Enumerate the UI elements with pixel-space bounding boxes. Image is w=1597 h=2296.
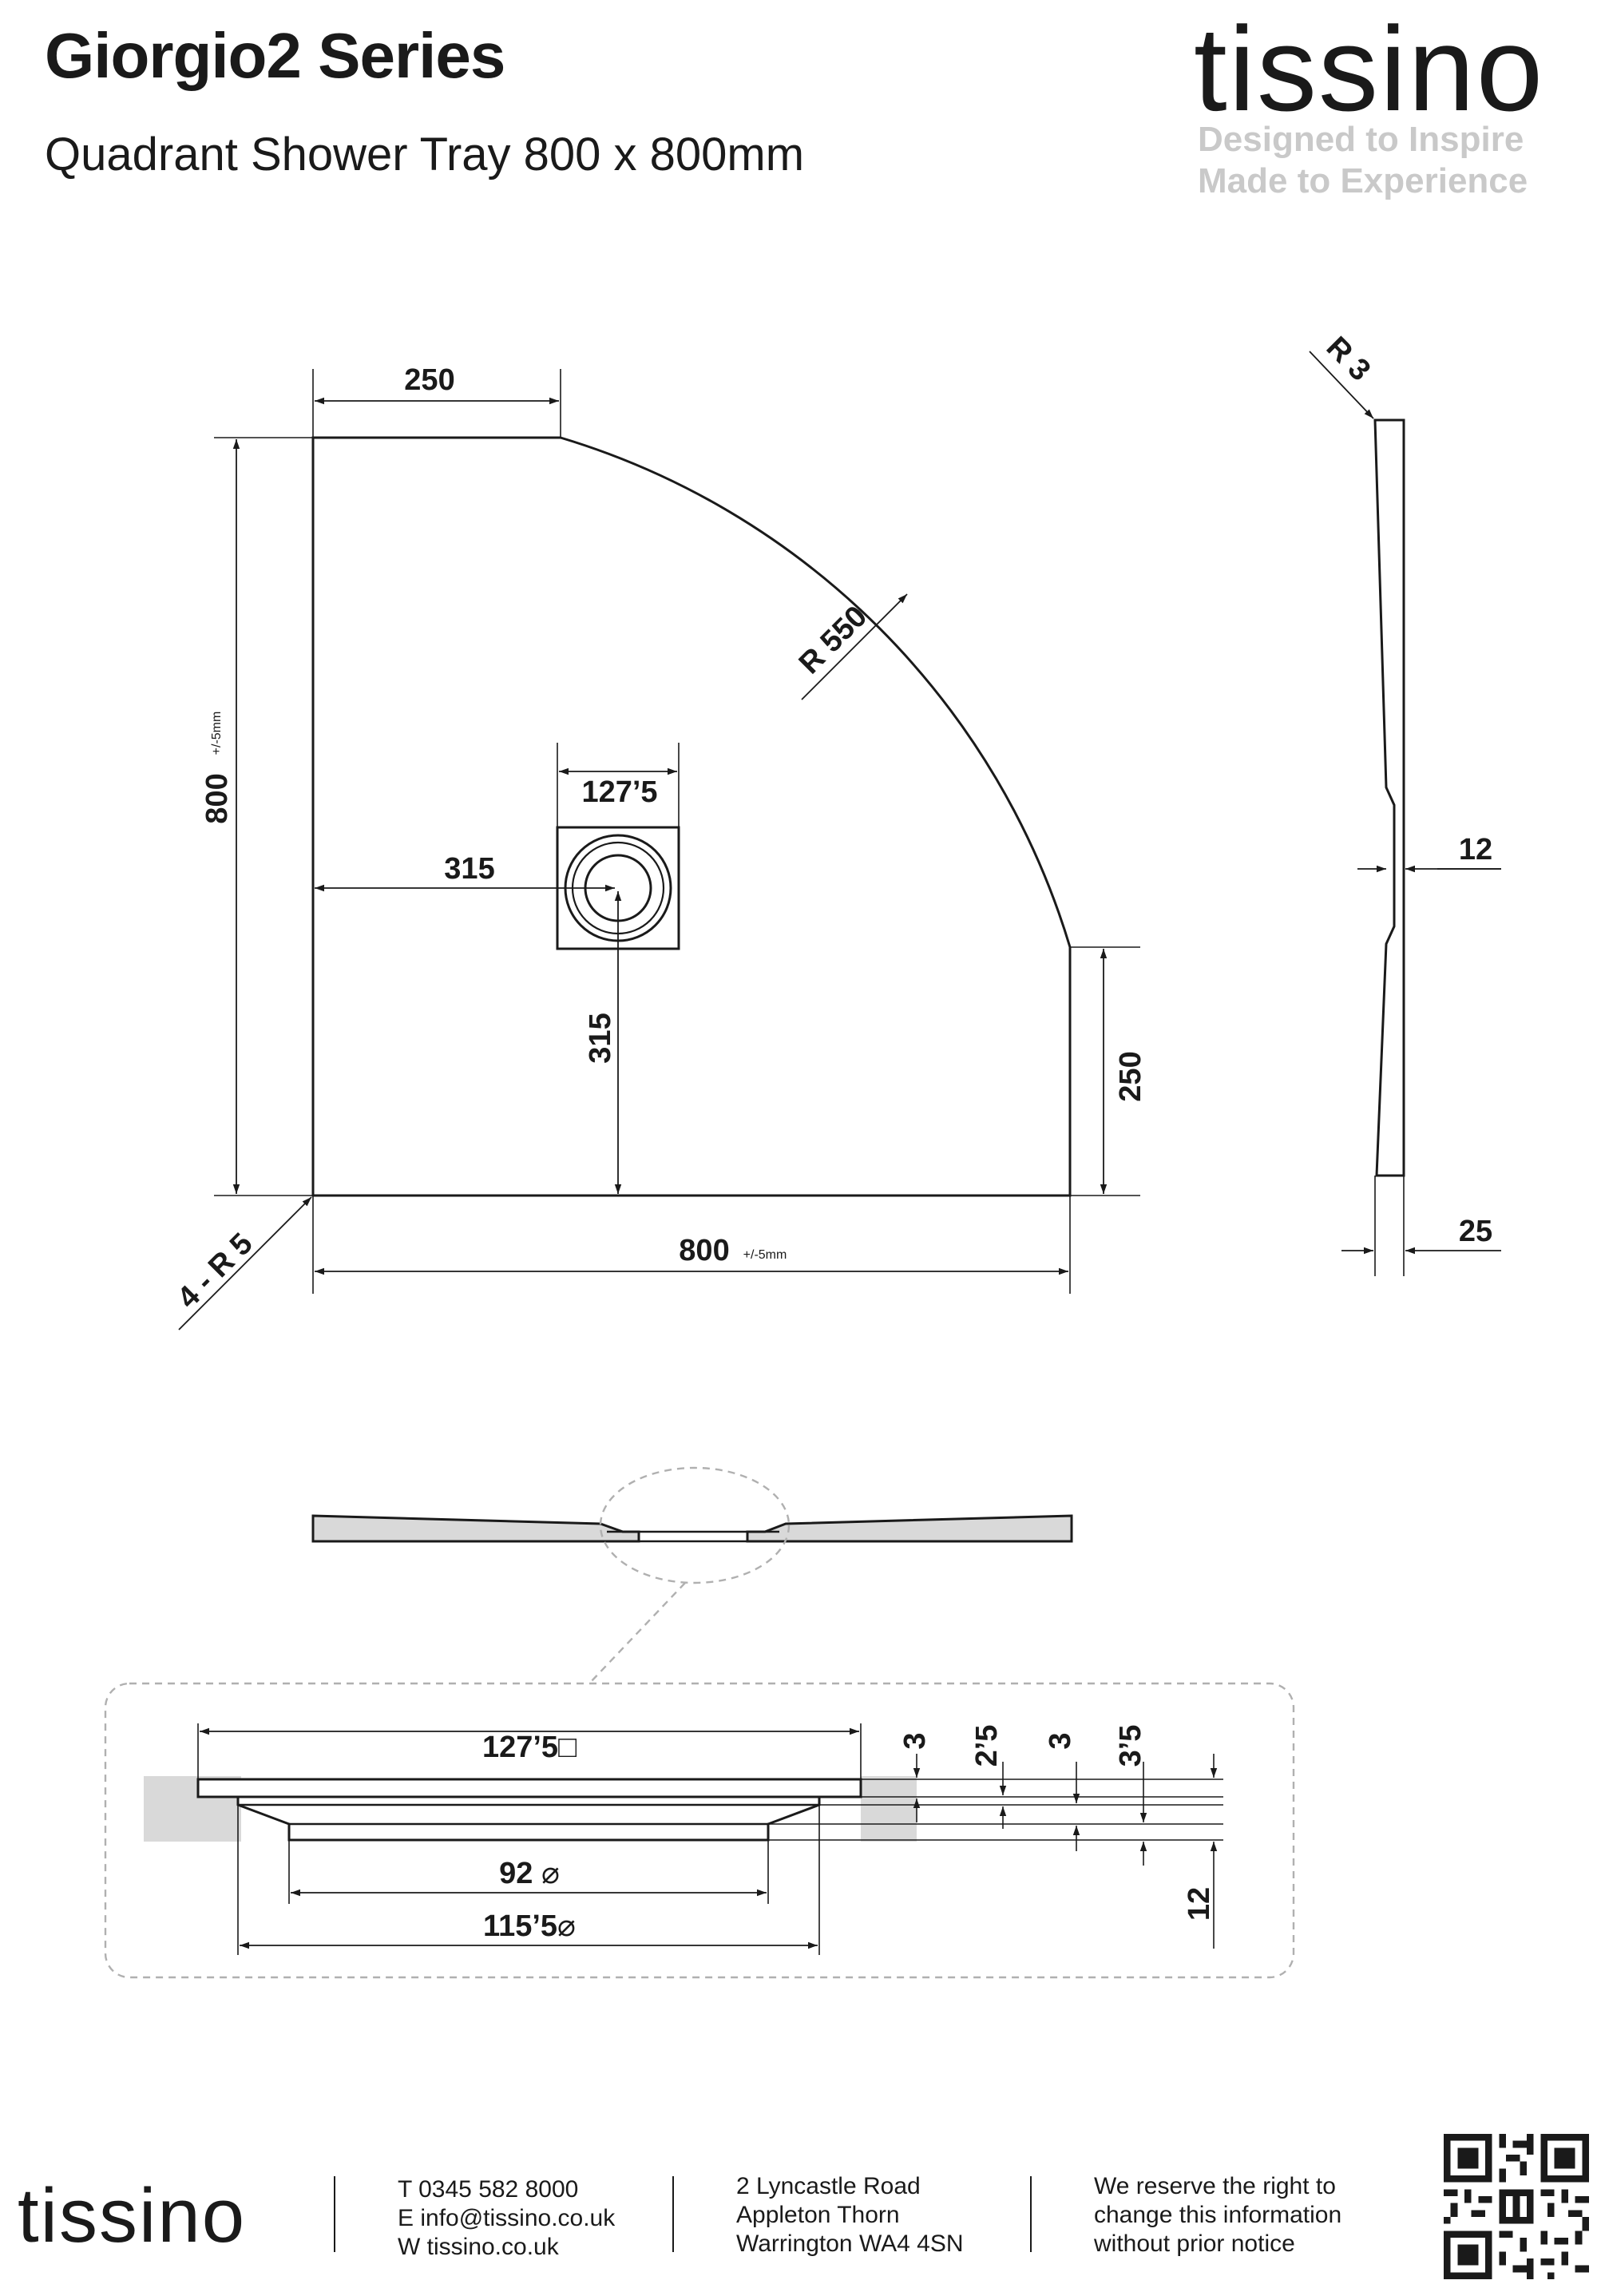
footer-notice-line: We reserve the right to bbox=[1094, 2173, 1336, 2199]
label-corner-radius: 4 - R 5 bbox=[171, 1227, 259, 1315]
label-detail-outer-diameter: 115’5⌀ bbox=[483, 1909, 576, 1943]
plan-view bbox=[178, 369, 1140, 1330]
side-drain-notch bbox=[1385, 787, 1395, 945]
tagline-experience: Made to Experience bbox=[1198, 161, 1528, 200]
label-layer-3: 3 bbox=[1044, 1732, 1077, 1749]
label-side-250: 250 bbox=[1114, 1051, 1147, 1101]
label-layer-1: 3 bbox=[898, 1732, 932, 1749]
label-waste-y: 315 bbox=[584, 1013, 617, 1063]
label-waste-x: 315 bbox=[444, 852, 494, 886]
waste-body bbox=[236, 1795, 821, 1842]
side-view bbox=[1309, 351, 1501, 1276]
page-title: Giorgio2 Series bbox=[45, 20, 505, 91]
tagline-inspire: Designed to Inspire bbox=[1198, 120, 1524, 159]
radius-leader bbox=[801, 593, 908, 700]
label-edge-radius: R 3 bbox=[1320, 331, 1377, 388]
footer-notice-line: change this information bbox=[1094, 2202, 1342, 2228]
side-profile bbox=[1373, 418, 1405, 1177]
page-subtitle: Quadrant Shower Tray 800 x 800mm bbox=[45, 129, 805, 180]
footer-brand-logo: tissino bbox=[18, 2173, 247, 2258]
footer-address: 2 Lyncastle Road Appleton Thorn Warringt… bbox=[736, 2172, 964, 2258]
label-width-800: 800 bbox=[679, 1234, 729, 1267]
footer-address-line: 2 Lyncastle Road bbox=[736, 2173, 921, 2199]
label-thickness-25: 25 bbox=[1459, 1215, 1492, 1248]
detail-callout-leader bbox=[588, 1582, 686, 1684]
detail-callout-ellipse bbox=[599, 1466, 791, 1584]
waste-detail bbox=[196, 1723, 1223, 1955]
label-layer-4: 3’5 bbox=[1114, 1725, 1147, 1767]
footer-address-line: Warrington WA4 4SN bbox=[736, 2231, 964, 2257]
footer-address-line: Appleton Thorn bbox=[736, 2202, 900, 2228]
footer-phone: T 0345 582 8000 bbox=[398, 2176, 579, 2203]
corner-leader bbox=[178, 1196, 312, 1330]
detail-frame bbox=[104, 1682, 1295, 1979]
brand-logo: tissino bbox=[1194, 2, 1545, 136]
label-detail-top-width: 127’5□ bbox=[482, 1731, 577, 1764]
footer-divider bbox=[1030, 2176, 1032, 2252]
footer-notice-line: without prior notice bbox=[1094, 2231, 1295, 2257]
footer-notice: We reserve the right to change this info… bbox=[1094, 2172, 1341, 2258]
tray-outline bbox=[311, 436, 1072, 1197]
label-detail-inner-diameter: 92 ⌀ bbox=[499, 1857, 560, 1890]
section-left-half bbox=[311, 1514, 640, 1543]
label-width-tolerance: +/-5mm bbox=[743, 1248, 787, 1262]
label-height-800: 800 bbox=[200, 773, 234, 823]
section-view bbox=[311, 1514, 1073, 1543]
footer-divider bbox=[334, 2176, 335, 2252]
edge-radius-leader bbox=[1309, 351, 1374, 419]
label-waste-depth-12: 12 bbox=[1459, 833, 1492, 866]
detail-tray-right bbox=[861, 1776, 917, 1842]
waste-flange bbox=[196, 1778, 862, 1798]
label-top-250: 250 bbox=[404, 363, 454, 397]
label-total-depth: 12 bbox=[1183, 1887, 1216, 1921]
qr-code-icon[interactable] bbox=[1444, 2134, 1589, 2279]
section-right-half bbox=[746, 1514, 1073, 1543]
footer-contact: T 0345 582 8000 E info@tissino.co.uk W t… bbox=[398, 2175, 615, 2262]
footer-divider bbox=[672, 2176, 674, 2252]
footer-web[interactable]: W tissino.co.uk bbox=[398, 2234, 559, 2260]
label-layer-2: 2’5 bbox=[970, 1725, 1004, 1767]
label-height-tolerance: +/-5mm bbox=[210, 712, 224, 755]
label-waste-size: 127’5 bbox=[581, 775, 657, 809]
footer-email[interactable]: E info@tissino.co.uk bbox=[398, 2205, 616, 2231]
